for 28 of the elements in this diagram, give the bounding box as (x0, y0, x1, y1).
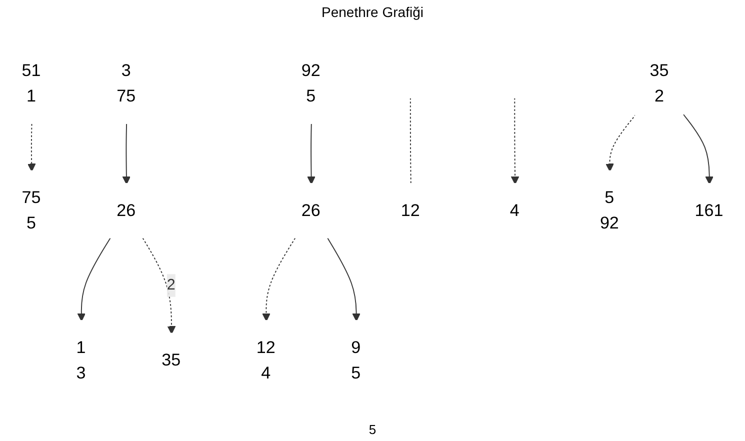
arrow (682, 114, 714, 184)
node-text: 4 (510, 200, 520, 220)
node-text: 3 75 (116, 60, 136, 106)
node-text: 12 (400, 200, 420, 220)
node-text: 5 92 (600, 188, 619, 232)
node-text: 26 (116, 200, 136, 220)
connector (410, 97, 412, 185)
diagram-title: Penethre Grafiği (322, 4, 424, 20)
node-text: 51 1 (22, 60, 41, 106)
arrow (27, 123, 36, 172)
node-text: 35 (162, 350, 181, 370)
arrow (142, 238, 176, 334)
node-text: 75 5 (22, 188, 41, 232)
arrow (77, 238, 111, 322)
node-text: 92 5 (301, 60, 320, 106)
arrow (510, 97, 520, 184)
arrow (307, 123, 316, 184)
arrow (262, 238, 296, 322)
node-text: 1 3 (76, 338, 86, 382)
node-text: 161 (694, 200, 724, 220)
note-text: 5 (368, 422, 376, 437)
arrow (122, 123, 131, 184)
node-text: 26 (301, 200, 320, 220)
edge-label: 2 (166, 276, 176, 294)
node-text: 9 5 (351, 338, 361, 382)
node-text: 35 2 (650, 60, 669, 106)
node-text: 12 4 (256, 338, 276, 382)
arrow (327, 238, 360, 322)
